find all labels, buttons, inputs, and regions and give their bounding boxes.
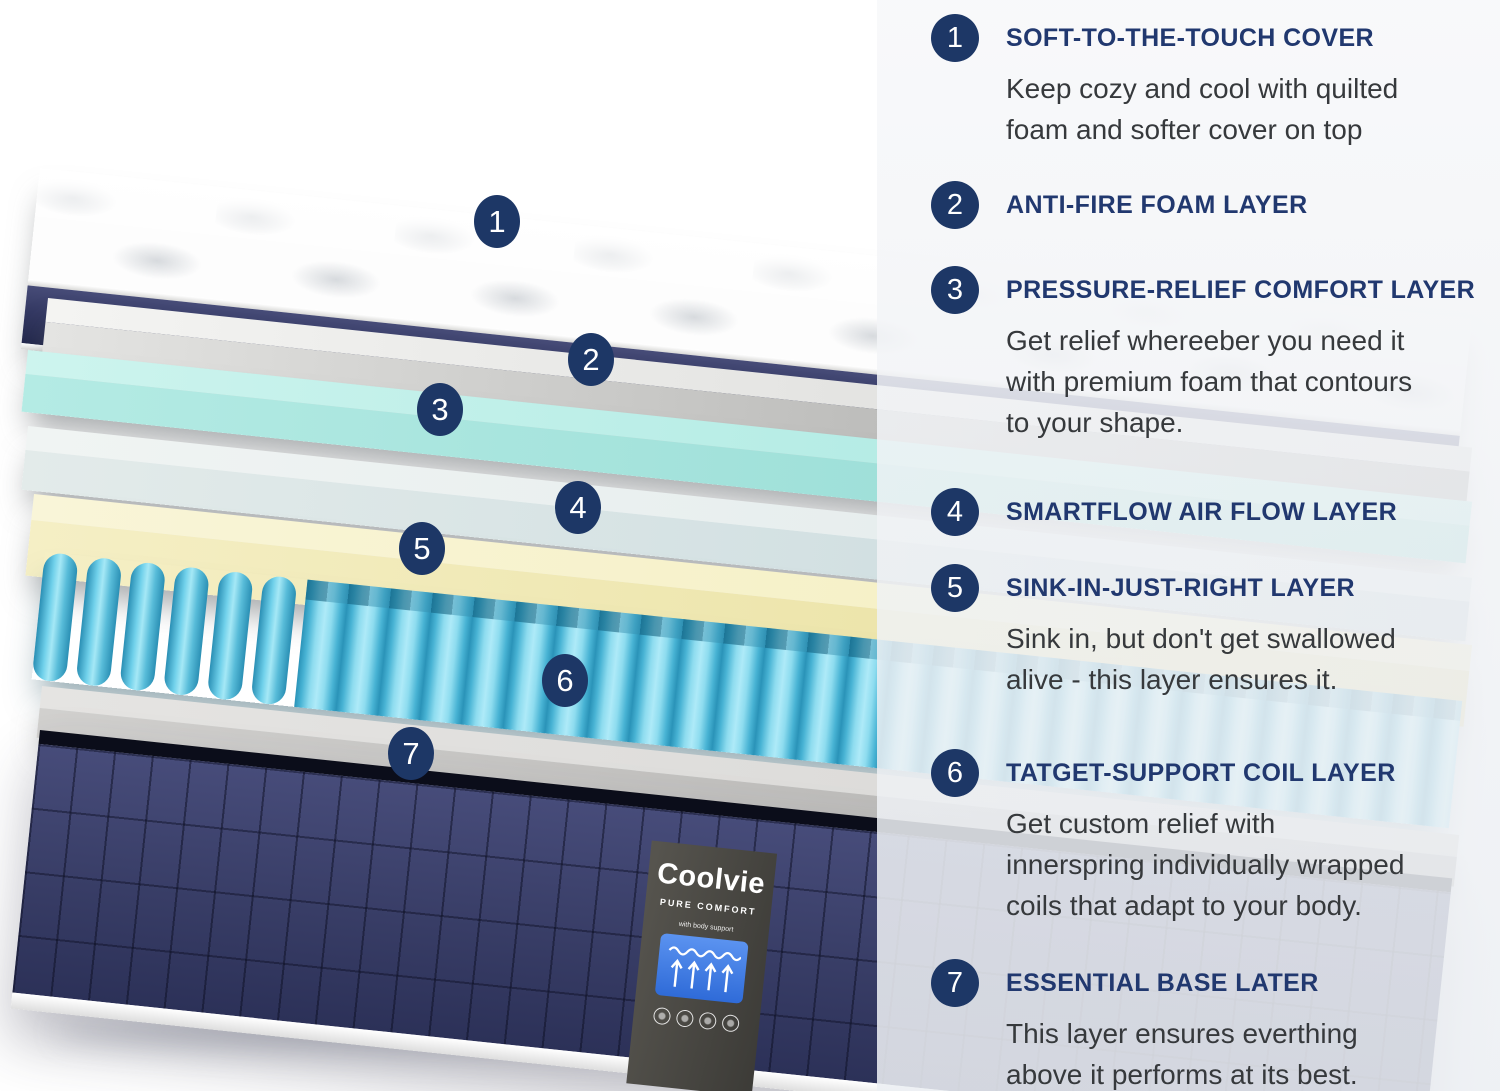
layer-description: Get relief whereeber you need it with pr…: [1006, 325, 1413, 438]
certification-badge-icon: [652, 1006, 672, 1026]
brand-label: Coolvie PURE COMFORT with body support: [626, 840, 778, 1091]
layer-description: Keep cozy and cool with quilted foam and…: [1006, 73, 1399, 145]
panel-item-2: 2 ANTI-FIRE FOAM LAYER: [931, 181, 1486, 235]
layer-description: Sink in, but don't get swallowed alive -…: [1006, 623, 1396, 695]
diagram-marker-2: 2: [568, 333, 614, 386]
diagram-marker-6: 6: [542, 654, 588, 707]
step-number-badge: 2: [931, 181, 979, 229]
panel-item-3: 3 PRESSURE-RELIEF COMFORT LAYER Get reli…: [931, 266, 1486, 443]
diagram-marker-3: 3: [417, 383, 463, 436]
layer-title: SOFT-TO-THE-TOUCH COVER: [1006, 24, 1375, 52]
brand-subtagline: with body support: [678, 920, 734, 934]
pocket-coil: [162, 565, 211, 697]
pocket-coil: [75, 556, 123, 688]
layer-description: This layer ensures everthing above it pe…: [1006, 1018, 1358, 1090]
certification-badge-icon: [698, 1011, 718, 1031]
pocket-coil: [250, 574, 298, 706]
diagram-marker-4: 4: [555, 481, 601, 534]
layer-description-panel: 1 SOFT-TO-THE-TOUCH COVER Keep cozy and …: [877, 0, 1500, 1091]
brand-logo: Coolvie: [655, 857, 767, 901]
brand-tagline: PURE COMFORT: [659, 896, 757, 917]
layer-title: SINK-IN-JUST-RIGHT LAYER: [1006, 574, 1355, 602]
panel-item-4: 4 SMARTFLOW AIR FLOW LAYER: [931, 488, 1486, 542]
step-number-badge: 1: [931, 14, 979, 62]
layer-title: PRESSURE-RELIEF COMFORT LAYER: [1006, 276, 1476, 304]
step-number-badge: 3: [931, 266, 979, 314]
pocket-coil: [206, 570, 254, 702]
diagram-marker-7: 7: [388, 727, 434, 780]
layer-title: ESSENTIAL BASE LATER: [1006, 969, 1319, 997]
panel-item-1: 1 SOFT-TO-THE-TOUCH COVER Keep cozy and …: [931, 14, 1486, 150]
layer-title: TATGET-SUPPORT COIL LAYER: [1006, 759, 1396, 787]
diagram-marker-1: 1: [474, 195, 520, 248]
layer-title: ANTI-FIRE FOAM LAYER: [1006, 191, 1308, 219]
panel-item-5: 5 SINK-IN-JUST-RIGHT LAYER Sink in, but …: [931, 564, 1486, 700]
panel-item-6: 6 TATGET-SUPPORT COIL LAYER Get custom r…: [931, 749, 1486, 926]
certification-badge-icon: [675, 1009, 695, 1028]
base-layer-graphic: Coolvie PURE COMFORT with body support: [10, 730, 1453, 1091]
step-number-badge: 7: [931, 959, 979, 1007]
layer-title: SMARTFLOW AIR FLOW LAYER: [1006, 498, 1398, 526]
layer-description: Get custom relief with innerspring indiv…: [1006, 808, 1405, 921]
step-number-badge: 5: [931, 564, 979, 612]
certification-badge-icon: [721, 1013, 740, 1033]
diagram-marker-5: 5: [399, 522, 445, 575]
pocket-coil: [119, 561, 167, 693]
certification-badges: [652, 1006, 740, 1033]
step-number-badge: 4: [931, 488, 979, 536]
panel-item-7: 7 ESSENTIAL BASE LATER This layer ensure…: [931, 959, 1486, 1091]
air-flow-icon: [654, 933, 749, 1004]
step-number-badge: 6: [931, 749, 979, 797]
